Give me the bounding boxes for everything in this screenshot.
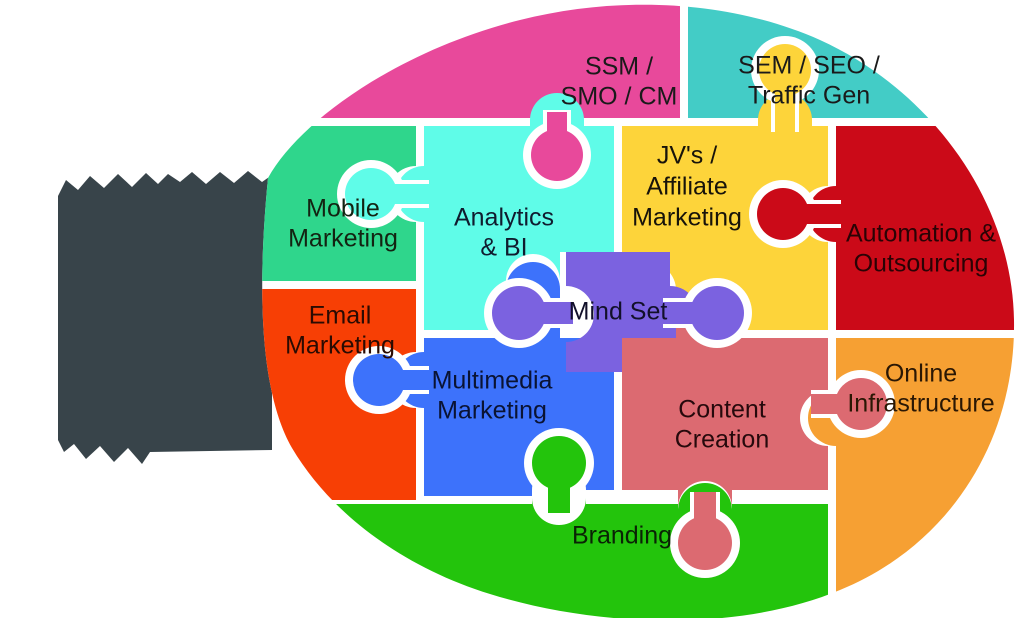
piece-content[interactable] — [622, 291, 828, 508]
label-sem-line1: SEM / SEO / — [738, 52, 880, 80]
label-automation-line1: Automation & — [846, 220, 996, 248]
piece-content-body[interactable] — [622, 291, 828, 508]
knob-online-to-content — [811, 370, 895, 438]
label-mindset: Mind Set — [569, 298, 668, 326]
knob-mindset-left — [484, 278, 573, 348]
knob-mindset-right — [663, 278, 752, 348]
bulb-screw-base — [58, 171, 272, 464]
label-jv-line2: Affiliate — [646, 173, 728, 201]
piece-jv[interactable] — [622, 93, 828, 330]
label-automation-line2: Outsourcing — [854, 250, 989, 278]
label-online-line1: Online — [885, 360, 957, 388]
screw-base-shape — [58, 171, 272, 464]
label-jv-line3: Marketing — [632, 204, 742, 232]
knob-automation-to-jv — [749, 180, 841, 248]
label-multimedia-line2: Marketing — [437, 397, 547, 425]
label-mobile-line1: Mobile — [306, 195, 380, 223]
label-jv-line1: JV's / — [657, 142, 717, 170]
label-content-line1: Content — [678, 396, 766, 424]
knob-branding-to-content — [670, 492, 740, 578]
piece-labels: SSM / SMO / CM SEM / SEO / Traffic Gen M… — [285, 52, 996, 550]
knob-mobile-to-analytics — [337, 160, 429, 228]
label-content-line2: Creation — [675, 426, 770, 454]
puzzle-knobs — [337, 36, 895, 578]
label-ssm-line2: SMO / CM — [561, 83, 678, 111]
label-analytics-line2: & BI — [480, 234, 527, 262]
label-multimedia-line1: Multimedia — [432, 367, 553, 395]
label-branding: Branding — [572, 522, 672, 550]
knob-sem-to-jv — [751, 36, 819, 132]
knob-email-to-multimedia — [345, 346, 429, 414]
label-ssm-line1: SSM / — [585, 53, 653, 81]
label-analytics-line1: Analytics — [454, 204, 554, 232]
label-online-line2: Infrastructure — [847, 390, 994, 418]
piece-jv-body[interactable] — [622, 93, 828, 330]
label-mobile-line2: Marketing — [288, 225, 398, 253]
knob-ssm-to-analytics — [523, 110, 591, 189]
knob-multimedia-to-branding — [524, 428, 594, 513]
label-sem-line2: Traffic Gen — [748, 82, 870, 110]
label-email-line2: Marketing — [285, 332, 395, 360]
label-email-line1: Email — [309, 302, 372, 330]
